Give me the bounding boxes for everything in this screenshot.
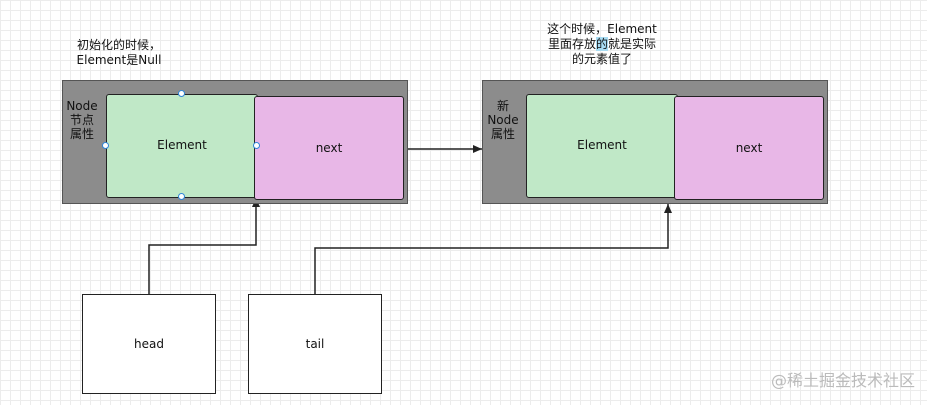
node-1-next-label: next bbox=[315, 141, 343, 155]
node-1-label: Node 节点 属性 bbox=[63, 99, 101, 141]
node-1-element-cell[interactable]: Element bbox=[106, 94, 258, 198]
init-note-line-2: Element是Null bbox=[76, 53, 162, 67]
top-selection-handle[interactable] bbox=[178, 90, 185, 97]
node-2-label-line-2: Node bbox=[487, 113, 519, 127]
node-2-label: 新 Node 属性 bbox=[484, 99, 522, 141]
left-selection-handle[interactable] bbox=[102, 142, 109, 149]
tail-pointer-label: tail bbox=[305, 337, 325, 351]
init-note: 初始化的时候， Element是Null bbox=[66, 38, 172, 68]
node-1-label-line-1: Node bbox=[66, 99, 98, 113]
node-1-label-line-3: 属性 bbox=[69, 127, 94, 141]
node-2-element-cell[interactable]: Element bbox=[526, 94, 678, 198]
head-pointer-box[interactable]: head bbox=[82, 294, 216, 394]
later-note-line-2-start: 里面存放 bbox=[547, 37, 596, 51]
right-selection-handle[interactable] bbox=[253, 142, 260, 149]
later-note-line-3: 的元素值了 bbox=[571, 52, 632, 66]
node-1-element-label: Element bbox=[157, 138, 207, 152]
node-2-next-cell[interactable]: next bbox=[674, 96, 824, 200]
init-note-line-1: 初始化的时候， bbox=[76, 38, 161, 52]
bottom-selection-handle[interactable] bbox=[178, 193, 185, 200]
highlighted-char: 的 bbox=[595, 37, 608, 51]
head-pointer-label: head bbox=[134, 337, 164, 351]
tail-pointer-arrow bbox=[314, 204, 672, 295]
watermark: @稀土掘金技术社区 bbox=[770, 371, 915, 390]
later-note-line-2: 里面存放的就是实际 bbox=[536, 37, 668, 52]
node-2-label-line-3: 属性 bbox=[490, 127, 515, 141]
later-note-line-1: 这个时候，Element bbox=[547, 22, 657, 36]
later-note-line-2-end: 就是实际 bbox=[608, 37, 657, 51]
node-2-label-line-1: 新 bbox=[496, 99, 509, 113]
node-1-next-cell[interactable]: next bbox=[254, 96, 404, 200]
head-pointer-arrow bbox=[148, 198, 260, 295]
node-1-label-line-2: 节点 bbox=[69, 113, 94, 127]
tail-pointer-box[interactable]: tail bbox=[248, 294, 382, 394]
node-2-next-label: next bbox=[735, 141, 763, 155]
node-2-element-label: Element bbox=[577, 138, 627, 152]
later-note: 这个时候，Element 里面存放的就是实际 的元素值了 bbox=[536, 22, 668, 67]
